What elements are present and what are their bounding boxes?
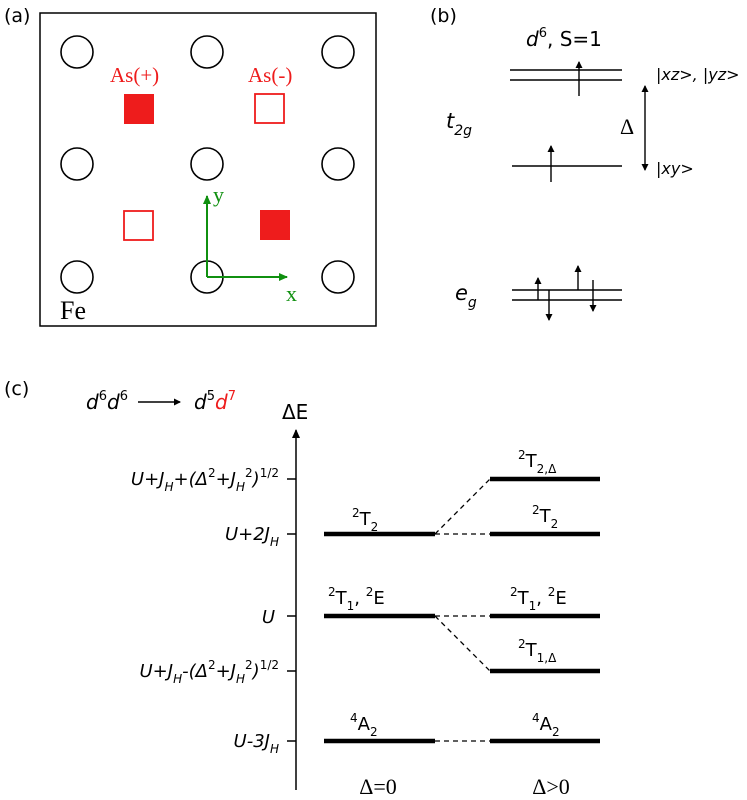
term-right-t2-delta: 2T2,Δ (518, 448, 557, 476)
panel-a: (a) As(+) As(-) y x Fe (4, 5, 377, 327)
upper-state-label: |xz>, |yz> (656, 65, 740, 84)
eg-label: eg (455, 281, 477, 311)
as-plus-label: As(+) (110, 63, 159, 87)
as-minus-atom (123, 210, 154, 241)
transition-right: d5d7 (194, 389, 236, 414)
fe-atom (321, 260, 355, 294)
electron-config: d6, S=1 (526, 26, 602, 51)
energy-axis-label: ΔE (282, 400, 308, 424)
as-minus-label: As(-) (248, 63, 292, 87)
lattice-frame (39, 12, 377, 327)
level-connectors (434, 478, 491, 742)
energy-ticks (287, 478, 296, 742)
levels-delta-zero (324, 531, 435, 744)
level-label-u: U (262, 607, 275, 628)
t2g-label: t2g (446, 109, 472, 139)
fe-atom (60, 260, 94, 294)
fe-atom (60, 35, 94, 69)
panel-c: (c) d6d6 d5d7 ΔE U+JH+(Δ2+JH2)1/2 U+2JH … (4, 378, 600, 799)
term-left-t1e: 2T1, 2E (328, 585, 385, 613)
x-axis-label: x (286, 281, 297, 306)
panel-b: (b) d6, S=1 Δ |xz>, |yz> |xy> t2g eg (430, 5, 740, 321)
panel-a-label: (a) (4, 5, 30, 27)
panel-c-label: (c) (4, 378, 29, 400)
transition-left: d6d6 (86, 389, 128, 414)
fe-atom (190, 35, 224, 69)
panel-b-label: (b) (430, 5, 457, 27)
as-plus-atom (124, 94, 154, 124)
as-minus-atom (254, 93, 285, 124)
level-label-lower-split: U+JH-(Δ2+JH2)1/2 (140, 658, 280, 686)
term-right-t1-delta: 2T1,Δ (518, 637, 557, 665)
term-left-a2: 4A2 (350, 711, 378, 739)
fe-atom (321, 35, 355, 69)
fe-label: Fe (60, 296, 86, 325)
term-right-t1e: 2T1, 2E (510, 585, 567, 613)
fe-atom (60, 147, 94, 181)
lower-state-label: |xy> (656, 159, 694, 178)
as-plus-atom (260, 210, 290, 240)
level-label-u-plus-2jh: U+2JH (225, 524, 279, 549)
fe-atom (190, 147, 224, 181)
fe-atom (321, 147, 355, 181)
level-label-upper-split: U+JH+(Δ2+JH2)1/2 (131, 466, 279, 494)
y-axis-label: y (213, 182, 224, 207)
term-left-t2: 2T2 (352, 506, 378, 534)
term-right-t2: 2T2 (532, 503, 558, 531)
column-label-delta-positive: Δ>0 (532, 774, 570, 799)
levels-delta-positive (490, 476, 600, 744)
delta-label: Δ (620, 114, 634, 139)
column-label-delta-zero: Δ=0 (359, 774, 397, 799)
term-right-a2: 4A2 (532, 711, 560, 739)
level-label-u-minus-3jh: U-3JH (234, 731, 279, 756)
